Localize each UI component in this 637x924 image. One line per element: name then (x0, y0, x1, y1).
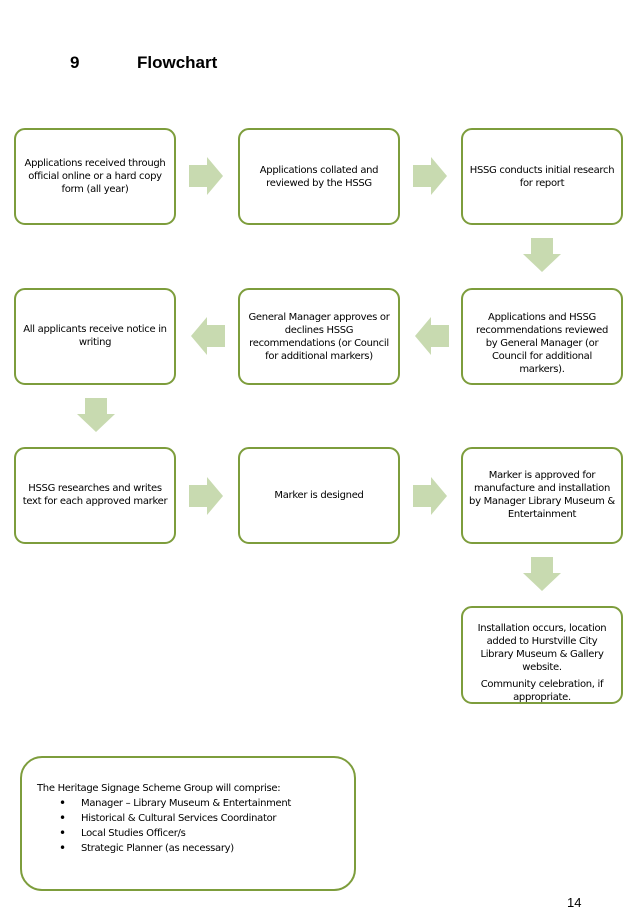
flow-step-7-text: HSSG researches and writes text for each… (22, 483, 168, 507)
flow-step-5-text: General Manager approves or declines HSS… (248, 312, 390, 362)
flow-step-2: Applications collated and reviewed by th… (238, 128, 400, 225)
flow-step-3-text: HSSG conducts initial research for repor… (469, 165, 615, 189)
flow-step-1-text: Applications received through official o… (24, 158, 166, 195)
section-title: Flowchart (137, 53, 218, 72)
flow-step-10-text-1: Installation occurs, location added to H… (477, 623, 607, 673)
arrow-left-icon (191, 317, 225, 355)
flow-step-7: HSSG researches and writes text for each… (14, 447, 176, 544)
flow-step-8-text: Marker is designed (274, 490, 364, 501)
flow-step-10: Installation occurs, location added to H… (461, 606, 623, 704)
arrow-right-icon (413, 157, 447, 195)
flow-step-6: All applicants receive notice in writing (14, 288, 176, 385)
arrow-left-icon (415, 317, 449, 355)
flow-step-5: General Manager approves or declines HSS… (238, 288, 400, 385)
flow-step-9: Marker is approved for manufacture and i… (461, 447, 623, 544)
group-member-item: Local Studies Officer/s (37, 826, 354, 841)
flow-step-4-text: Applications and HSSG recommendations re… (475, 312, 609, 375)
flow-step-6-text: All applicants receive notice in writing (23, 324, 167, 348)
arrow-right-icon (189, 477, 223, 515)
arrow-right-icon (413, 477, 447, 515)
section-number: 9 (70, 53, 80, 72)
group-composition-intro: The Heritage Signage Scheme Group will c… (37, 783, 281, 794)
flow-step-4: Applications and HSSG recommendations re… (461, 288, 623, 385)
arrow-down-icon (523, 557, 561, 591)
arrow-right-icon (189, 157, 223, 195)
arrow-down-icon (523, 238, 561, 272)
group-member-item: Historical & Cultural Services Coordinat… (37, 811, 354, 826)
page-number: 14 (567, 895, 582, 910)
flow-step-1: Applications received through official o… (14, 128, 176, 225)
group-members-list: Manager – Library Museum & Entertainment… (37, 796, 354, 856)
flow-step-8: Marker is designed (238, 447, 400, 544)
arrow-down-icon (77, 398, 115, 432)
group-member-item: Strategic Planner (as necessary) (37, 841, 354, 856)
flow-step-9-text: Marker is approved for manufacture and i… (469, 470, 615, 520)
flow-step-2-text: Applications collated and reviewed by th… (259, 165, 379, 189)
flow-step-10-text-2: Community celebration, if appropriate. (480, 679, 604, 703)
group-member-item: Manager – Library Museum & Entertainment (37, 796, 354, 811)
flow-step-3: HSSG conducts initial research for repor… (461, 128, 623, 225)
group-composition-box: The Heritage Signage Scheme Group will c… (20, 756, 356, 891)
